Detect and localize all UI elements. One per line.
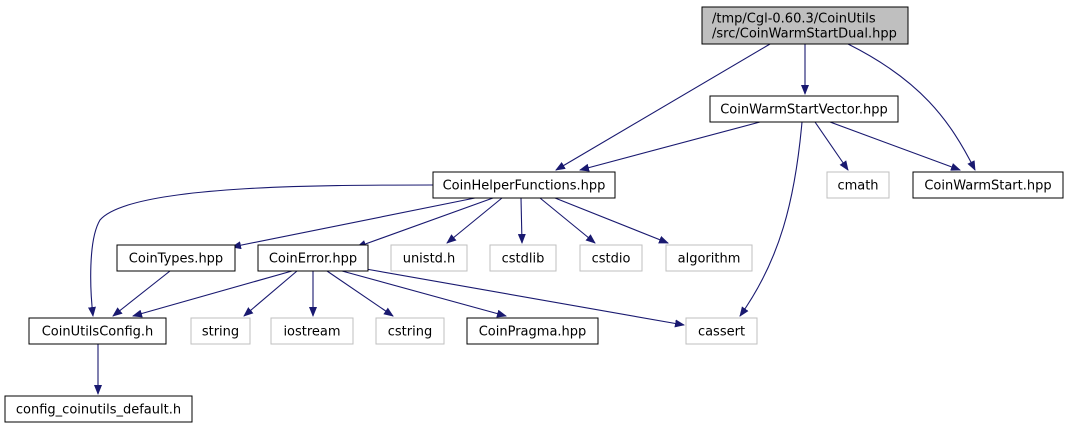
- node-label-cassert: cassert: [698, 325, 745, 340]
- node-box-cstring: [375, 317, 445, 345]
- node-string: string: [190, 317, 251, 345]
- node-box-types: [116, 244, 236, 272]
- node-cstdio: cstdio: [579, 244, 643, 272]
- node-types[interactable]: CoinTypes.hpp: [116, 244, 236, 272]
- node-label-iostream: iostream: [283, 325, 340, 340]
- edge-layer: [87, 43, 976, 395]
- node-cmath: cmath: [826, 171, 890, 199]
- edge-wsvec-to-cmath: [814, 121, 849, 171]
- node-label-unistd: unistd.h: [403, 252, 456, 267]
- edge-root-to-helper: [555, 43, 771, 171]
- edge-helper-to-cstdlib: [517, 197, 526, 244]
- node-box-cassert: [685, 317, 758, 345]
- node-box-ws: [912, 171, 1064, 199]
- edge-wsvec-to-ws: [829, 121, 961, 171]
- node-box-iostream: [270, 317, 354, 345]
- node-algorithm: algorithm: [665, 244, 753, 272]
- node-box-root: [701, 6, 909, 45]
- node-label-error: CoinError.hpp: [269, 252, 357, 267]
- edge-error-to-cassert: [359, 267, 685, 328]
- node-box-cstdio: [579, 244, 643, 272]
- node-error[interactable]: CoinError.hpp: [257, 244, 369, 272]
- node-label-cstring: cstring: [388, 325, 432, 340]
- edge-error-to-config: [132, 270, 293, 318]
- node-label-cstdlib: cstdlib: [502, 252, 545, 267]
- node-box-cstdlib: [489, 244, 557, 272]
- node-label-root-line-1: /tmp/Cgl-0.60.3/CoinUtils: [712, 12, 876, 27]
- node-label-pragma: CoinPragma.hpp: [479, 325, 587, 340]
- edge-helper-to-algorithm: [554, 197, 669, 244]
- node-label-root-line-2: /src/CoinWarmStartDual.hpp: [712, 27, 897, 42]
- node-label-cstdio: cstdio: [592, 252, 631, 267]
- node-cstdlib: cstdlib: [489, 244, 557, 272]
- node-ws[interactable]: CoinWarmStart.hpp: [912, 171, 1064, 199]
- node-box-cmath: [826, 171, 890, 199]
- node-label-wsvec: CoinWarmStartVector.hpp: [720, 103, 888, 118]
- edge-helper-to-config: [87, 184, 434, 317]
- edge-wsvec-to-helper: [579, 121, 761, 172]
- edge-helper-to-unistd: [446, 197, 503, 244]
- node-box-wsvec: [709, 95, 899, 123]
- node-box-helper: [432, 171, 616, 199]
- node-wsvec[interactable]: CoinWarmStartVector.hpp: [709, 95, 899, 123]
- edge-error-to-pragma: [341, 270, 507, 318]
- node-box-unistd: [390, 244, 468, 272]
- edge-error-to-cstring: [326, 270, 394, 317]
- edge-helper-to-cstdio: [539, 197, 596, 244]
- edge-types-to-config: [112, 270, 171, 317]
- node-label-cmath: cmath: [837, 179, 878, 194]
- node-box-config: [28, 317, 167, 345]
- node-label-config: CoinUtilsConfig.h: [42, 325, 154, 340]
- node-box-algorithm: [665, 244, 753, 272]
- node-config[interactable]: CoinUtilsConfig.h: [28, 317, 167, 345]
- node-helper[interactable]: CoinHelperFunctions.hpp: [432, 171, 616, 199]
- node-label-string: string: [202, 325, 239, 340]
- edge-root-to-ws: [847, 43, 976, 171]
- node-box-pragma: [466, 317, 599, 345]
- node-cassert: cassert: [685, 317, 758, 345]
- node-label-types: CoinTypes.hpp: [129, 252, 223, 267]
- node-cstring: cstring: [375, 317, 445, 345]
- node-root[interactable]: /tmp/Cgl-0.60.3/CoinUtils/src/CoinWarmSt…: [701, 6, 909, 45]
- node-unistd: unistd.h: [390, 244, 468, 272]
- node-box-error: [257, 244, 369, 272]
- node-label-helper: CoinHelperFunctions.hpp: [443, 179, 606, 194]
- node-box-configdef: [4, 395, 193, 423]
- edge-helper-to-types: [231, 197, 476, 250]
- node-label-algorithm: algorithm: [678, 252, 741, 267]
- edge-error-to-string: [243, 270, 298, 317]
- node-configdef[interactable]: config_coinutils_default.h: [4, 395, 193, 423]
- node-pragma[interactable]: CoinPragma.hpp: [466, 317, 599, 345]
- node-label-ws: CoinWarmStart.hpp: [924, 179, 1051, 194]
- node-layer: /tmp/Cgl-0.60.3/CoinUtils/src/CoinWarmSt…: [4, 6, 1064, 423]
- node-box-string: [190, 317, 251, 345]
- node-label-configdef: config_coinutils_default.h: [16, 403, 181, 418]
- edge-helper-to-error: [356, 197, 494, 248]
- node-iostream: iostream: [270, 317, 354, 345]
- edge-wsvec-to-cassert: [739, 121, 803, 317]
